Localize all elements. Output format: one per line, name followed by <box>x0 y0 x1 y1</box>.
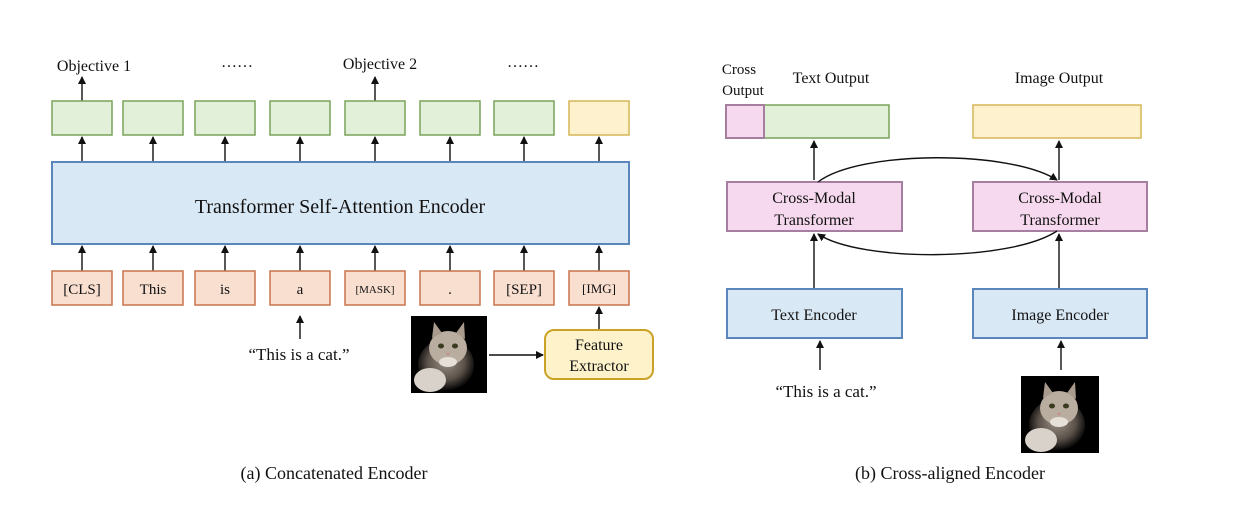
token-period: . <box>448 282 452 298</box>
token-box-is <box>194 270 256 306</box>
output-box-3 <box>194 100 256 136</box>
image-cross-modal-label-line1: Cross-Modal <box>1018 190 1102 207</box>
cat-image-left <box>411 316 487 393</box>
text-cross-modal-label-line2: Transformer <box>774 212 854 229</box>
token-box-cls <box>51 270 113 306</box>
cross-aligned-encoder-panel: Cross Output Text Output Image Output Cr… <box>722 62 1148 484</box>
objective-1-label: Objective 1 <box>57 58 131 75</box>
token-img: [IMG] <box>582 281 616 296</box>
text-output-label: Text Output <box>793 70 870 87</box>
cross-attention-arrow-image-to-text <box>817 230 1058 256</box>
transformer-encoder-box <box>51 161 630 245</box>
image-encoder-box <box>972 288 1148 339</box>
caption-a: (a) Concatenated Encoder <box>241 463 428 484</box>
output-box-image <box>568 100 630 136</box>
transformer-encoder-label: Transformer Self-Attention Encoder <box>195 196 486 218</box>
text-encoder-box <box>726 288 903 339</box>
token-mask: [MASK] <box>355 284 394 296</box>
output-box-6 <box>419 100 481 136</box>
concatenated-encoder-panel: Objective 1 …… Objective 2 …… <box>51 54 654 484</box>
token-box-mask <box>344 270 406 306</box>
cat-image-right <box>1021 376 1099 453</box>
token-box-this <box>122 270 184 306</box>
token-a: a <box>297 282 304 298</box>
encoder-to-output-arrows <box>78 136 603 162</box>
token-box-img <box>568 270 630 306</box>
cross-output-label-line2: Output <box>722 83 765 99</box>
ellipsis-2: …… <box>507 54 539 71</box>
image-encoder-label: Image Encoder <box>1011 307 1109 324</box>
text-cross-modal-label-line1: Cross-Modal <box>772 190 856 207</box>
token-sep: [SEP] <box>506 282 542 298</box>
token-cls: [CLS] <box>63 282 101 298</box>
ellipsis-1: …… <box>221 54 253 71</box>
image-cross-modal-transformer-box <box>972 181 1148 232</box>
token-row: [CLS] This is a [MASK] . [SEP] [IMG] <box>51 270 630 306</box>
output-box-5 <box>344 100 406 136</box>
token-box-sep <box>493 270 555 306</box>
token-this: This <box>140 282 167 298</box>
image-output-bar <box>972 104 1142 139</box>
cross-output-label-line1: Cross <box>722 62 756 78</box>
feature-extractor-box <box>544 329 654 380</box>
caption-b: (b) Cross-aligned Encoder <box>855 463 1045 484</box>
output-box-2 <box>122 100 184 136</box>
text-encoder-label: Text Encoder <box>771 307 857 324</box>
cross-attention-arrow-text-to-image <box>817 157 1058 183</box>
image-output-label: Image Output <box>1015 70 1104 87</box>
feature-extractor-label-line2: Extractor <box>569 358 629 375</box>
right-text-input-sentence: “This is a cat.” <box>775 382 876 401</box>
output-boxes-row <box>51 100 630 136</box>
token-to-encoder-arrows <box>78 245 603 271</box>
token-box-a <box>269 270 331 306</box>
output-box-4 <box>269 100 331 136</box>
feature-extractor-label-line1: Feature <box>575 337 623 354</box>
text-input-sentence: “This is a cat.” <box>248 345 349 364</box>
text-cross-modal-transformer-box <box>726 181 903 232</box>
objective-2-label: Objective 2 <box>343 56 417 73</box>
token-is: is <box>220 282 230 298</box>
output-box-1 <box>51 100 113 136</box>
output-box-7 <box>493 100 555 136</box>
token-box-period <box>419 270 481 306</box>
image-cross-modal-label-line2: Transformer <box>1020 212 1100 229</box>
cross-output-cell <box>725 104 765 139</box>
